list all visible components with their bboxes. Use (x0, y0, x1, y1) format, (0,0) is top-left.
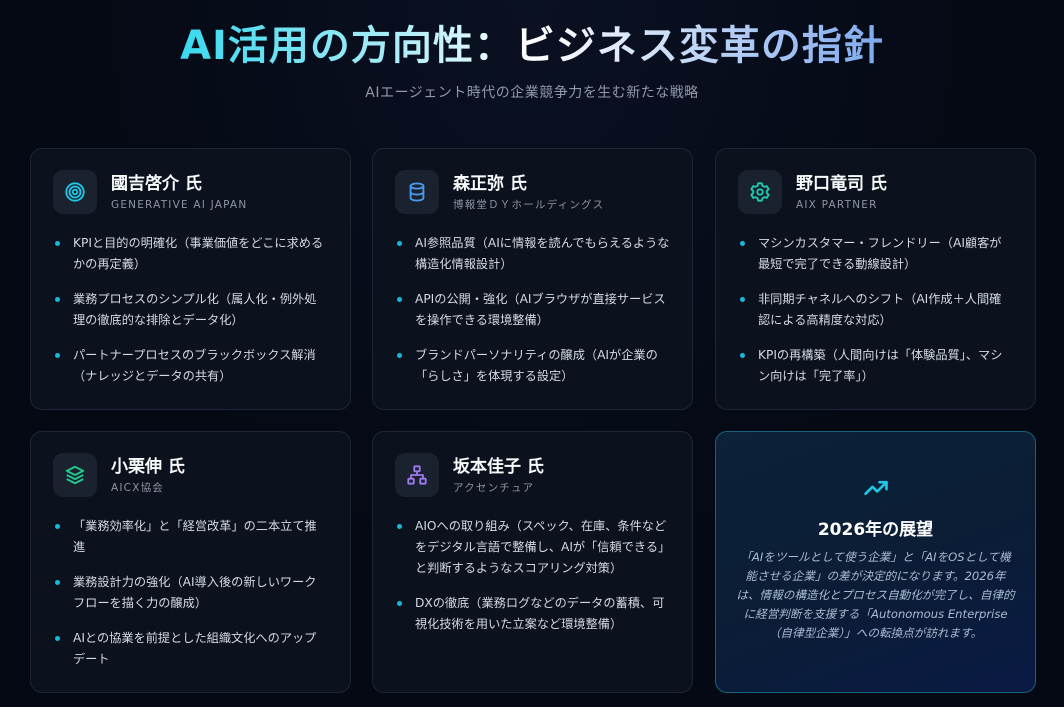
expert-org: アクセンチュア (453, 481, 535, 494)
list-item: KPIの再構築（人間向けは「体験品質」、マシン向けは「完了率」） (738, 345, 1013, 387)
list-item: 「業務効率化」と「経営改革」の二本立て推進 (53, 516, 328, 558)
expert-org: AICX協会 (111, 481, 165, 494)
database-icon (395, 170, 439, 214)
list-item: 業務設計力の強化（AI導入後の新しいワークフローを描く力の醸成） (53, 572, 328, 614)
list-item: ブランドパーソナリティの醸成（AIが企業の「らしさ」を体現する設定） (395, 345, 670, 387)
expert-card: 森正弥 氏 博報堂ＤＹホールディングス AI参照品質（AIに情報を読んでもらえる… (372, 148, 693, 410)
expert-name: 國吉啓介 氏 (111, 173, 202, 194)
outlook-card: 2026年の展望 「AIをツールとして使う企業」と「AIをOSとして機能させる企… (715, 431, 1036, 693)
list-item: AI参照品質（AIに情報を読んでもらえるような構造化情報設計） (395, 233, 670, 275)
point-list: KPIと目的の明確化（事業価値をどこに求めるかの再定義） 業務プロセスのシンプル… (53, 233, 328, 387)
expert-card: 小栗伸 氏 AICX協会 「業務効率化」と「経営改革」の二本立て推進 業務設計力… (30, 431, 351, 693)
target-icon (53, 170, 97, 214)
page-subtitle: AIエージェント時代の企業競争力を生む新たな戦略 (365, 85, 699, 101)
list-item: AIとの協業を前提とした組織文化へのアップデート (53, 628, 328, 670)
expert-name: 野口竜司 氏 (796, 173, 887, 194)
expert-card: 國吉啓介 氏 GENERATIVE AI JAPAN KPIと目的の明確化（事業… (30, 148, 351, 410)
point-list: AIOへの取り組み（スペック、在庫、条件などをデジタル言語で整備し、AIが「信頼… (395, 516, 670, 635)
list-item: KPIと目的の明確化（事業価値をどこに求めるかの再定義） (53, 233, 328, 275)
list-item: APIの公開・強化（AIブラウザが直接サービスを操作できる環境整備） (395, 289, 670, 331)
expert-card: 坂本佳子 氏 アクセンチュア AIOへの取り組み（スペック、在庫、条件などをデジ… (372, 431, 693, 693)
list-item: DXの徹底（業務ログなどのデータの蓄積、可視化技術を用いた立案など環境整備） (395, 593, 670, 635)
list-item: 業務プロセスのシンプル化（属人化・例外処理の徹底的な排除とデータ化） (53, 289, 328, 331)
expert-org: AIX PARTNER (796, 198, 878, 211)
expert-org: 博報堂ＤＹホールディングス (453, 198, 605, 211)
outlook-text: 「AIをツールとして使う企業」と「AIをOSとして機能させる企業」の差が決定的に… (736, 550, 1015, 640)
outlook-title: 2026年の展望 (817, 520, 934, 540)
list-item: 非同期チャネルへのシフト（AI作成＋人間確認による高精度な対応） (738, 289, 1013, 331)
trending-up-icon (716, 474, 1035, 506)
point-list: AI参照品質（AIに情報を読んでもらえるような構造化情報設計） APIの公開・強… (395, 233, 670, 387)
list-item: マシンカスタマー・フレンドリー（AI顧客が最短で完了できる動線設計） (738, 233, 1013, 275)
layers-icon (53, 453, 97, 497)
expert-name: 小栗伸 氏 (111, 456, 185, 477)
expert-name: 森正弥 氏 (453, 173, 527, 194)
expert-card: 野口竜司 氏 AIX PARTNER マシンカスタマー・フレンドリー（AI顧客が… (715, 148, 1036, 410)
point-list: 「業務効率化」と「経営改革」の二本立て推進 業務設計力の強化（AI導入後の新しい… (53, 516, 328, 670)
sitemap-icon (395, 453, 439, 497)
expert-org: GENERATIVE AI JAPAN (111, 198, 248, 211)
expert-name: 坂本佳子 氏 (453, 456, 544, 477)
gear-icon (738, 170, 782, 214)
point-list: マシンカスタマー・フレンドリー（AI顧客が最短で完了できる動線設計） 非同期チャ… (738, 233, 1013, 387)
header: AI活用の方向性：ビジネス変革の指針 AIエージェント時代の企業競争力を生む新た… (0, 0, 1064, 102)
list-item: パートナープロセスのブラックボックス解消（ナレッジとデータの共有） (53, 345, 328, 387)
page-title: AI活用の方向性：ビジネス変革の指針 (180, 18, 884, 74)
list-item: AIOへの取り組み（スペック、在庫、条件などをデジタル言語で整備し、AIが「信頼… (395, 516, 670, 579)
